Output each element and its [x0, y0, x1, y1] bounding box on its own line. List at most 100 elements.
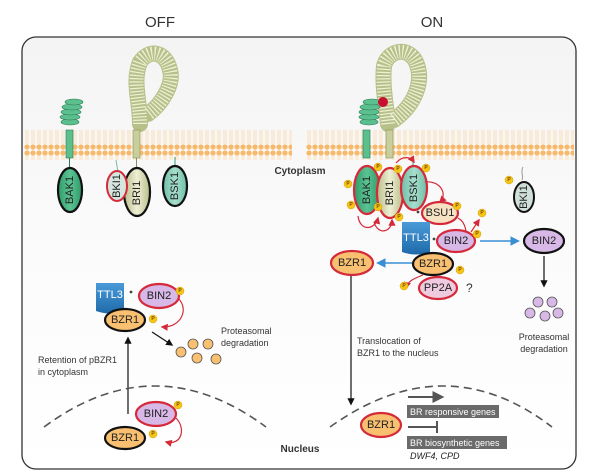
phospho-label: P [349, 202, 353, 208]
on-bzr1-complex: BZR1 P P [399, 251, 465, 291]
on-bsk1-label: BSK1 [408, 174, 420, 202]
off-panel-title: OFF [145, 14, 175, 31]
svg-text:P: P [151, 431, 155, 437]
off-degradation-label-2: degradation [221, 338, 269, 348]
on-pp2a: PP2A ? [417, 275, 473, 301]
off-bak1-receptor: BAK1 [56, 98, 84, 214]
on-bri1-transmembrane [385, 129, 394, 159]
phosphorylation-arrow [164, 417, 183, 447]
off-bin2-label: BIN2 [147, 290, 171, 302]
off-nuclear-bin2-label: BIN2 [144, 408, 168, 420]
br-biosynthetic-genes-label: BR biosynthetic genes [410, 438, 500, 448]
phospho-icon [399, 281, 409, 291]
phospho-label: P [397, 214, 401, 220]
bak1-ectodomain-coil [59, 98, 84, 126]
phospho-icon [175, 286, 185, 296]
off-nuclear-bzr1-label: BZR1 [111, 432, 139, 444]
translocation-label-2: BZR1 to the nucleus [357, 348, 439, 358]
on-nuclear-bzr1: BZR1 [359, 411, 403, 439]
phosphorylation-arrow [160, 297, 184, 331]
on-degradation-label-1: Proteasomal [519, 332, 570, 342]
phospho-icon [477, 208, 487, 218]
on-bki1-protein [513, 181, 535, 213]
phospho-icon [346, 200, 356, 210]
repression-bar [408, 421, 438, 433]
br-biosynthetic-genes-box [407, 436, 507, 449]
on-bsu1-protein [420, 200, 460, 226]
phospho-label: P [376, 164, 380, 170]
off-bsk1-label: BSK1 [169, 172, 181, 200]
phospho-icon [373, 162, 383, 172]
off-nuclear-bzr1 [103, 425, 147, 451]
on-free-bin2-label: BIN2 [532, 235, 556, 247]
on-pp2a-protein [417, 275, 459, 301]
off-bri1-receptor: BRI1 [122, 45, 179, 218]
on-bak1-ectodomain-coil [358, 98, 382, 126]
on-bri1-label: BRI1 [384, 181, 396, 205]
phospho-icon [393, 164, 403, 174]
svg-text:P: P [176, 402, 180, 408]
dephosphorylation-arrow [470, 218, 480, 233]
brassinosteroid-ligand [378, 97, 388, 107]
on-nuclear-bzr1-label: BZR1 [367, 419, 395, 431]
phospho-icon [148, 429, 158, 439]
cell-outline [21, 36, 577, 470]
off-bin2 [137, 282, 181, 310]
phospho-icon [504, 175, 514, 185]
bri1-transmembrane [132, 129, 141, 159]
off-nuclear-bin2-bzr1: BIN2 P BZR1 P [103, 400, 183, 451]
pp2a-question-mark: ? [466, 281, 473, 295]
bak1-transmembrane [65, 129, 74, 159]
on-free-bzr1-protein [329, 249, 375, 277]
off-bzr1 [103, 307, 147, 333]
svg-text:P: P [178, 288, 182, 294]
off-ttl3 [96, 283, 124, 314]
off-ttl3-label: TTL3 [97, 289, 123, 301]
on-bzr1-complex-label: BZR1 [419, 258, 447, 270]
br-responsive-genes-box [407, 405, 499, 418]
plasma-membrane-off [24, 130, 292, 160]
off-bki1: BKI1 [106, 159, 128, 202]
on-free-bin2: BIN2 [522, 227, 566, 255]
on-bsu1: BSU1 P [416, 200, 471, 239]
phospho-label: P [480, 210, 484, 216]
phospho-label: P [458, 267, 462, 273]
off-bsk1-protein [161, 164, 189, 208]
off-ttl3-bin2-bzr1-complex: TTL3 BIN2 P BZR1 P [96, 282, 185, 333]
plasma-membrane-on [306, 130, 574, 160]
off-bri1-label: BRI1 [131, 181, 143, 205]
off-bki1-protein [106, 170, 128, 202]
phosphorylation-arrow [395, 155, 415, 164]
phospho-icon [455, 265, 465, 275]
biosynthetic-gene-examples: DWF4, CPD [410, 451, 460, 461]
nucleus-label: Nucleus [281, 444, 320, 455]
on-ttl3-box [402, 222, 430, 255]
retention-label-1: Retention of pBZR1 [38, 355, 117, 365]
off-nuclear-bin2 [134, 400, 178, 428]
on-proteasome-fragments [524, 296, 564, 322]
off-proteasome-fragments [175, 338, 222, 365]
on-bsk1-kinase [399, 164, 429, 212]
on-nuclear-bzr1-protein [359, 411, 403, 439]
off-bsk1: BSK1 [161, 157, 189, 208]
on-bin2-protein [435, 228, 477, 254]
on-free-bzr1: BZR1 [329, 249, 375, 277]
off-bak1-label: BAK1 [64, 176, 76, 204]
svg-text:P: P [151, 316, 155, 322]
phosphorylation-arrow [373, 218, 396, 232]
on-ttl3: TTL3 [402, 222, 430, 255]
phospho-icon [343, 179, 353, 189]
phosphorylation-arrow [357, 215, 381, 229]
off-degradation-arrow [151, 331, 174, 346]
phospho-label: P [376, 204, 380, 210]
on-ttl3-label: TTL3 [403, 232, 429, 244]
phospho-label: P [475, 231, 479, 237]
phospho-icon [373, 202, 383, 212]
phospho-icon [173, 400, 183, 410]
on-bsu1-label: BSU1 [426, 207, 455, 219]
phospho-icon [452, 201, 462, 211]
cytoplasm-label: Cytoplasm [274, 166, 325, 177]
on-free-bin2-protein [522, 227, 566, 255]
phospho-icon [421, 163, 431, 173]
